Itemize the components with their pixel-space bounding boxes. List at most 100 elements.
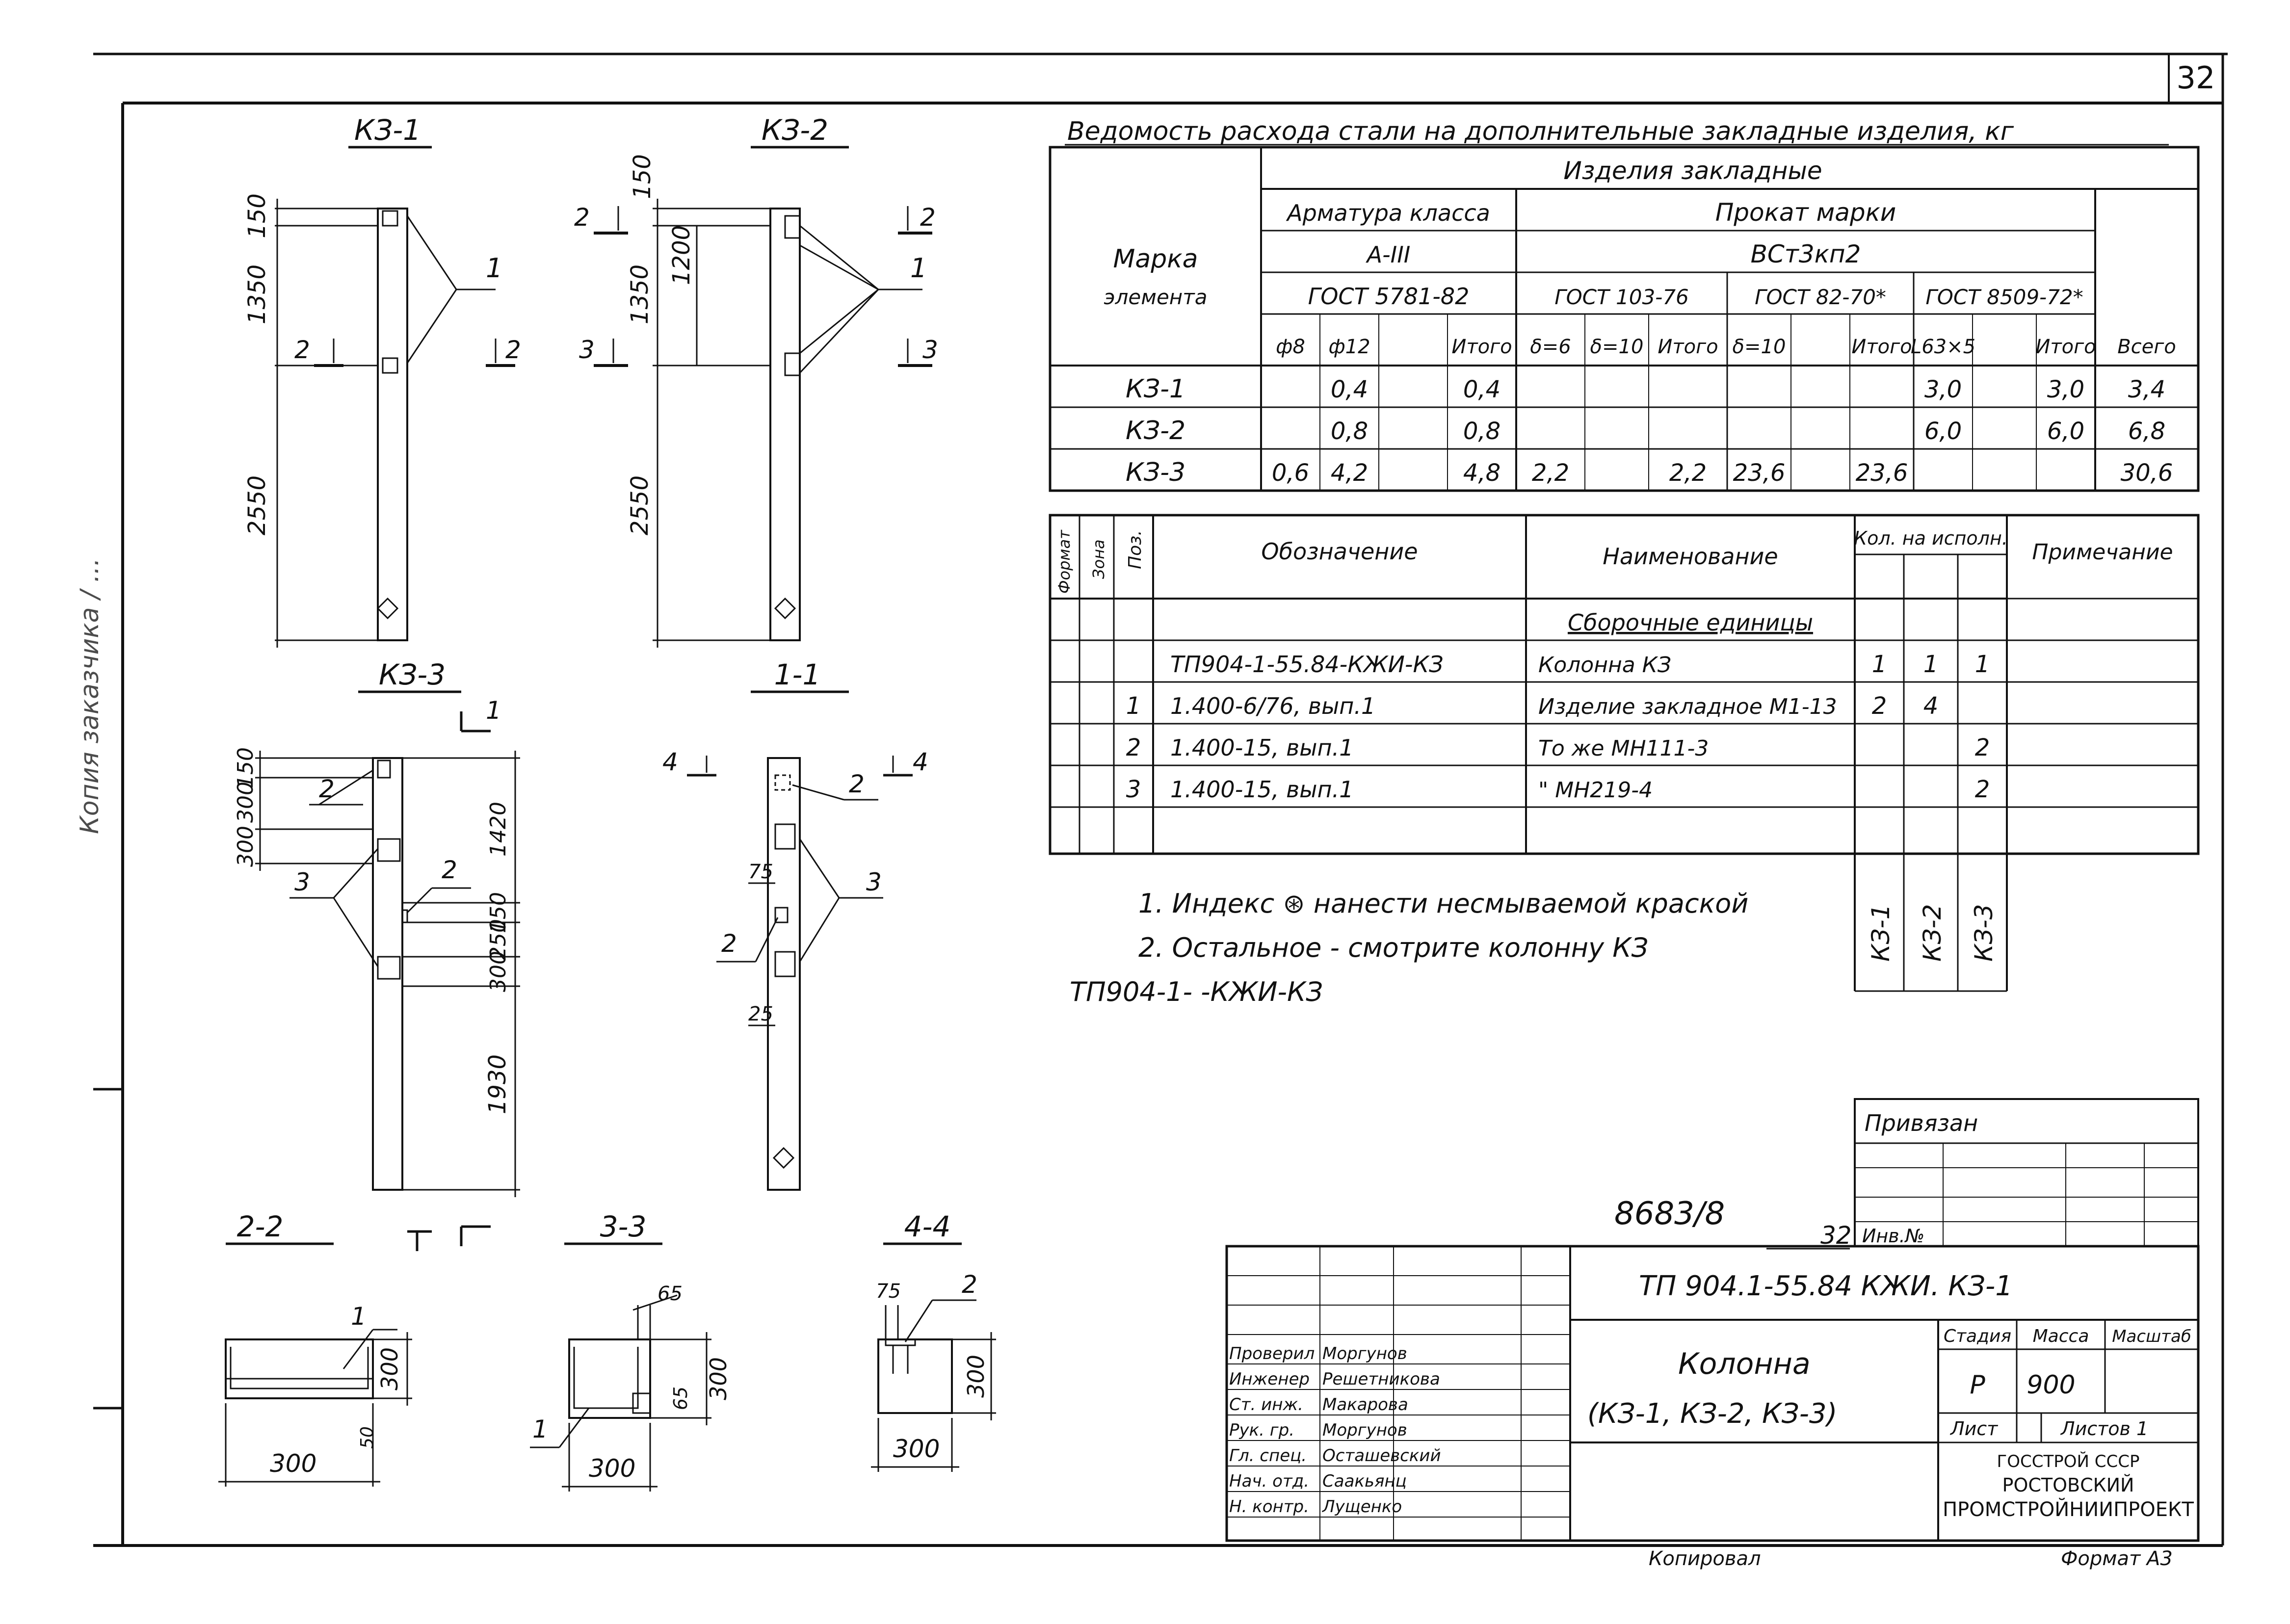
steel-subheader: Итого [1451,336,1512,358]
kz2-column [769,208,801,641]
kz2-cut-top-right: 2 [920,203,936,232]
sec22-dim-300h: 300 [376,1347,403,1390]
kz3-column [372,757,403,1191]
steel-table-title: Ведомость расхода стали на дополнительны… [1067,117,2014,146]
sec44-outline [877,1338,953,1414]
drawing-section-3-3: 3-3 300 300 65 65 1 [530,1210,732,1492]
signer-role: Ст. инж. [1229,1395,1303,1414]
kz3-cut-top: 1 [486,696,501,725]
sec44-dim-75: 75 [876,1280,901,1303]
steel-col-mark: Марка [1113,244,1198,274]
kz3-dim-r2: 300 [486,951,511,992]
steel-cell: 0,4 [1463,376,1500,403]
steel-row-mark: КЗ-2 [1126,416,1185,445]
steel-cell: 3,0 [2047,376,2084,403]
kz2-dim-2550: 2550 [626,475,654,535]
steel-subheader: ф8 [1276,336,1305,358]
sec22-dim-50: 50 [357,1426,377,1449]
note-1: 1. Индекс ⊛ нанести несмываемой краской [1138,888,1748,919]
signer-name: Осташевский [1322,1446,1441,1466]
steel-gost3: ГОСТ 8509-72* [1925,285,2083,309]
index-mark-icon [376,597,399,620]
sec33-title: 3-3 [600,1210,647,1243]
kz3-dim-l1: 300 [233,782,258,823]
signer-name: Макарова [1322,1395,1408,1414]
privyazan-inv: Инв.№ [1862,1225,1924,1247]
kz1-dim-150: 150 [243,193,271,238]
title-scale-h: Масштаб [2112,1327,2191,1346]
sec11-column [767,757,801,1191]
signer-role: Нач. отд. [1229,1471,1309,1491]
stamp-number: 8683/8 [1614,1196,1725,1232]
steel-row-mark: КЗ-1 [1126,374,1185,404]
spec-h-pos: Поз. [1125,530,1145,569]
title-code: ТП 904.1-55.84 КЖИ. КЗ-1 [1639,1270,2013,1302]
spec-h-designation: Обозначение [1261,538,1418,565]
spec-name: " МН219-4 [1538,778,1653,803]
sec33-outline [568,1338,651,1419]
drawing-kz1: КЗ-1 150 1350 2550 1 2 2 [243,113,521,648]
steel-cell: 2,2 [1669,459,1707,487]
kz2-dim-1200: 1200 [668,225,695,285]
signer-role: Инженер [1229,1369,1310,1389]
spec-designation: 1.400-6/76, вып.1 [1170,693,1375,719]
spec-qty-1: 1 [1872,651,1887,678]
signer-role: Проверил [1229,1344,1315,1363]
drawing-kz3: КЗ-3 150 300 300 1420 150 300 250 1930 1 [233,658,520,1246]
kz1-dim-2550: 2550 [243,475,271,535]
steel-group-header: Изделия закладные [1563,157,1822,185]
note-3: ТП904-1- -КЖИ-КЗ [1070,976,1323,1007]
title-name-2: (КЗ-1, КЗ-2, КЗ-3) [1587,1398,1837,1430]
spec-h-qty: Кол. на исполн. [1854,527,2008,549]
kz3-label-2b: 2 [442,856,457,884]
spec-h-name: Наименование [1603,543,1778,570]
kz3-title: КЗ-3 [379,658,446,691]
signer-name: Моргунов [1322,1344,1407,1363]
sec11-dim-75: 75 [748,861,773,883]
spec-variant-1: КЗ-1 [1867,904,1895,962]
sec11-cut-left: 4 [662,748,678,776]
signer-role: Н. контр. [1229,1497,1309,1517]
spec-name: Колонна КЗ [1538,653,1671,678]
spec-qty-3: 2 [1975,734,1990,761]
steel-cell: 6,0 [2047,418,2084,445]
stamp-sheet: 32 [1820,1221,1852,1250]
spec-variant-3: КЗ-3 [1970,904,1998,962]
org-line-1: ГОССТРОЙ СССР [1997,1451,2140,1471]
left-margin-text: Копия заказчика / ... [75,558,105,834]
title-mass: 900 [2027,1370,2075,1400]
kz2-cut-top-left: 2 [574,203,590,232]
steel-cell: 23,6 [1856,459,1908,487]
steel-cell: 0,4 [1331,376,1368,403]
steel-subheader: Итого [1851,336,1912,358]
kz2-cut-mid-left: 3 [579,336,595,364]
steel-armature-class: А-III [1366,241,1411,268]
spec-name: То же МН111-3 [1538,736,1709,761]
steel-col-mark2: элемента [1104,285,1208,309]
spec-h-note: Примечание [2032,540,2173,565]
sec11-label-3: 3 [866,868,882,896]
drawing-section-2-2: 2-2 300 300 50 1 [218,1210,432,1487]
steel-prokat: Прокат марки [1715,198,1896,227]
spec-table: Формат Зона Поз. Обозначение Наименовани… [1049,514,2200,992]
spec-designation: 1.400-15, вып.1 [1170,734,1353,761]
spec-pos: 3 [1126,776,1141,803]
steel-subheader: L63×5 [1911,336,1975,358]
note-2: 2. Остальное - смотрите колонну КЗ [1138,932,1648,963]
kz1-cut-right: 2 [505,336,521,364]
spec-h-zone: Зона [1089,539,1108,579]
steel-cell: 3,0 [1924,376,1962,403]
sec22-leader-1: 1 [351,1302,367,1331]
steel-gost1: ГОСТ 103-76 [1554,285,1689,309]
kz3-dim-r0: 1420 [486,802,511,857]
kz1-title: КЗ-1 [354,113,421,147]
sec44-leader-2: 2 [962,1270,977,1299]
kz3-dim-l0: 150 [233,747,258,788]
steel-cell: 3,4 [2128,376,2165,403]
steel-cell: 6,8 [2128,418,2165,445]
kz2-title: КЗ-2 [762,113,828,147]
sec33-dim-65-top: 65 [658,1283,683,1305]
signer-role: Гл. спец. [1229,1446,1307,1466]
